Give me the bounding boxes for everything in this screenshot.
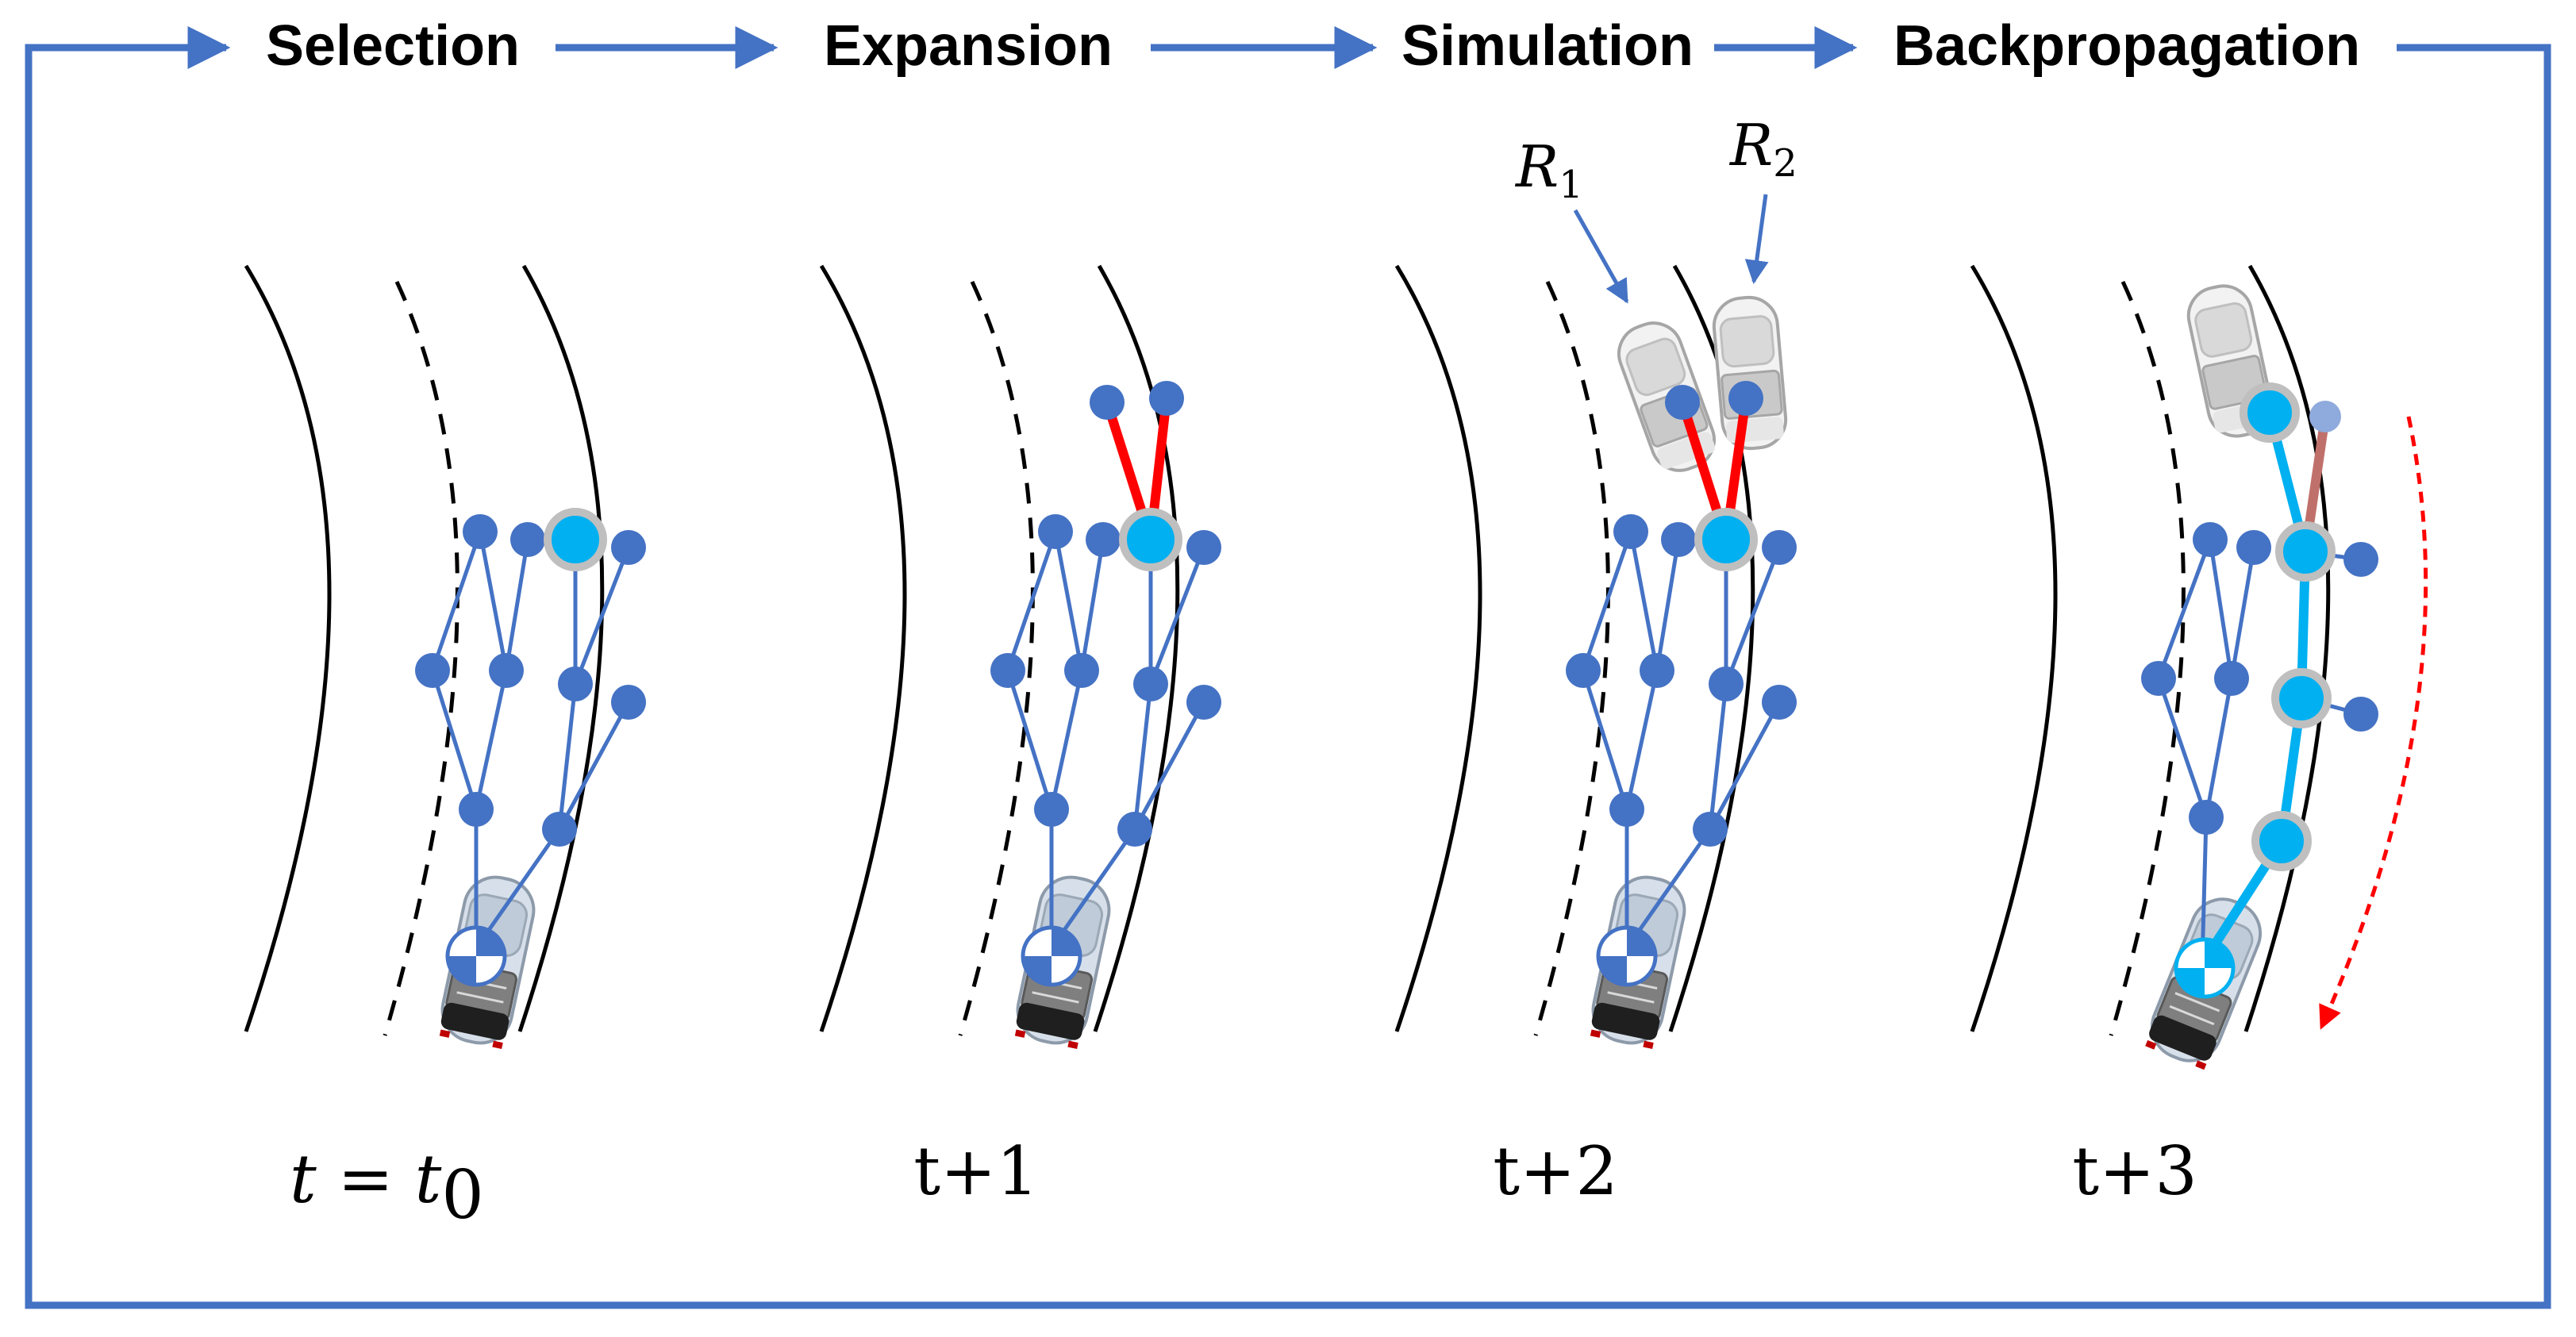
tree-nodes [2141,401,2378,835]
time-label-t2: t+2 [1493,1132,1618,1210]
tree-node [1609,792,1644,827]
tree-node [1709,667,1744,701]
search-tree [1581,531,1782,950]
ego-logo [1596,925,1658,987]
frame-loop [25,26,2551,1309]
tree-node [990,653,1025,688]
panel-backpropagation: t+3 [1970,264,2428,1210]
tree-nodes [990,381,1221,847]
tree-node [611,685,646,720]
tree-node [2236,530,2271,565]
expanded-node [1149,381,1184,416]
tree-node [1117,812,1152,847]
search-tree [2156,539,2362,965]
expanded-node [1090,385,1125,420]
reward-pointers [1573,194,1769,304]
selected-node [544,508,607,571]
tree-node [2343,697,2378,732]
tree-node [1566,653,1601,688]
tree-node [1762,685,1797,720]
tree-node [2343,542,2378,577]
reward-r2-label: R2 [1728,112,1797,186]
tree-node [1762,530,1797,565]
backprop-arrow [2319,416,2428,1030]
panel-simulation: R1 R2 t+2 [1394,112,1797,1210]
simulated-node [1728,381,1763,416]
backprop-node [2275,521,2336,582]
search-tree [430,531,631,950]
tree-node [1086,522,1121,557]
selected-node [1119,508,1182,571]
tree-node [2189,800,2224,835]
tree-node [2214,661,2249,696]
selected-node [1694,508,1758,571]
stage-backpropagation-label: Backpropagation [1894,14,2360,78]
tree-node [415,653,450,688]
obstacle-car-r2 [1709,293,1790,453]
tree-node [489,653,524,688]
road-lanes [819,264,1180,1036]
stage-selection-label: Selection [266,14,520,78]
time-label-t3: t+3 [2072,1132,2197,1210]
tree-node [1693,812,1728,847]
road-lanes [1970,264,2331,1036]
time-label-t1: t+1 [913,1132,1039,1210]
backprop-node [2240,382,2300,443]
tree-node [459,792,494,827]
tree-nodes [1566,381,1797,847]
stage-simulation-label: Simulation [1401,14,1694,78]
time-label-t0: t = t0 [290,1140,484,1234]
simulated-node [1665,385,1700,420]
backprop-nodes [2240,382,2336,871]
backprop-node [2271,668,2332,728]
faded-node [2309,401,2341,432]
ego-logo [445,925,507,987]
tree-node [2193,522,2228,557]
tree-node [1064,653,1099,688]
tree-node [1186,685,1221,720]
tree-node [1661,522,1696,557]
tree-node [463,514,498,549]
tree-node [611,530,646,565]
search-tree [1005,531,1206,950]
tree-node [1038,514,1073,549]
ego-logo [2174,937,2236,999]
tree-node [1613,514,1648,549]
tree-node [1034,792,1069,827]
tree-node [1640,653,1674,688]
stage-expansion-label: Expansion [824,14,1113,78]
road-lanes [244,264,605,1036]
tree-nodes [415,514,646,847]
tree-node [558,667,593,701]
svg-text:t = t0: t = t0 [290,1140,484,1234]
panel-expansion: t+1 [819,264,1221,1210]
ego-logo [1021,925,1082,987]
tree-node [510,522,545,557]
backprop-node [2251,811,2312,871]
tree-node [542,812,577,847]
panel-selection: t = t0 [244,264,646,1234]
tree-node [2141,661,2176,696]
tree-node [1186,530,1221,565]
reward-r1-label: R1 [1514,133,1583,207]
road-lanes [1394,264,1755,1036]
tree-node [1133,667,1168,701]
